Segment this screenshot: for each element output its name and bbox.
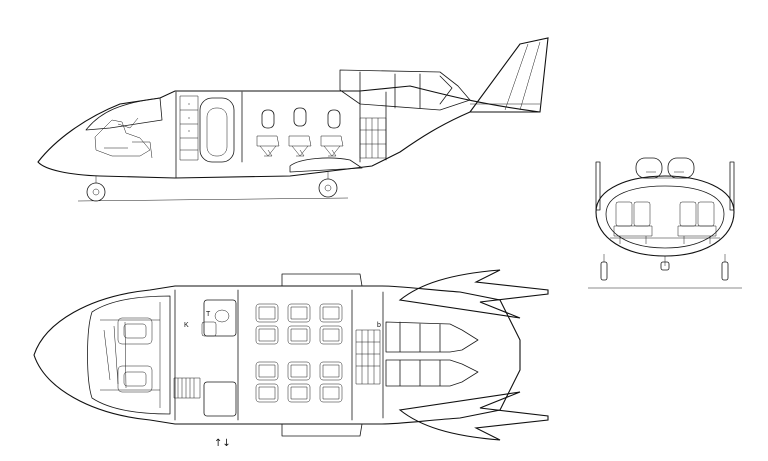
plan-sponson-bottom: [281, 423, 363, 437]
plan-seat: [255, 361, 279, 381]
front-intake-right: [667, 157, 695, 179]
plan-bulkheads: [174, 289, 384, 421]
plan-seat: [319, 303, 343, 323]
plan-sink: [201, 321, 217, 337]
plan-seat-cushion: [290, 386, 308, 400]
side-galley-cabinets: [179, 95, 199, 161]
plan-seat: [287, 361, 311, 381]
plan-pilot-seats: [117, 317, 153, 393]
side-engine-nacelle: [339, 69, 471, 111]
plan-toilet-compartment: [203, 299, 237, 337]
plan-seat: [287, 383, 311, 403]
plan-seat: [319, 383, 343, 403]
plan-toilet-bowl: [214, 309, 230, 323]
side-luggage-bay: [359, 117, 387, 159]
side-passenger-seats: [256, 135, 344, 157]
plan-seat-cushion: [322, 364, 340, 378]
plan-sponson-top: [281, 273, 363, 287]
plan-seat-cushion: [322, 328, 340, 342]
plan-engine-top: [385, 321, 479, 353]
plan-cockpit-frames: [100, 302, 161, 408]
plan-cabin-door: [203, 381, 237, 417]
plan-luggage-bay: [355, 329, 381, 385]
plan-seat-cushion: [322, 386, 340, 400]
plan-seat: [287, 303, 311, 323]
plan-seat-cushion: [258, 364, 276, 378]
front-cabin-inner: [605, 185, 725, 249]
plan-seat: [319, 361, 343, 381]
plan-seat: [255, 383, 279, 403]
front-tail-fins: [595, 161, 735, 211]
side-view: [37, 37, 549, 202]
plan-seat-cushion: [290, 364, 308, 378]
side-tail-detail: [470, 41, 541, 111]
plan-stabilizer-top: [398, 269, 549, 319]
plan-stabilizer-bottom: [398, 391, 549, 441]
side-gear-fairing: [289, 157, 363, 173]
side-bulkheads: [175, 91, 387, 179]
front-view: [588, 157, 742, 289]
front-intake-left: [635, 157, 663, 179]
side-cabin-door: [199, 97, 235, 163]
side-cockpit-canopy: [85, 97, 163, 131]
side-door-window: [206, 107, 228, 157]
plan-seat-cushion: [258, 328, 276, 342]
plan-stair-arrows: ↑↓: [214, 438, 231, 449]
front-landing-gear: [600, 254, 729, 281]
plan-small-label: b: [377, 322, 381, 329]
plan-seat-cushion: [258, 306, 276, 320]
plan-seat: [255, 325, 279, 345]
side-vertical-tail: [468, 37, 549, 113]
side-cockpit-interior: [94, 117, 153, 159]
front-seats: [613, 201, 717, 244]
front-fuselage-outline: [595, 175, 735, 257]
side-ground-line: [77, 197, 349, 202]
plan-passenger-seats: [255, 303, 343, 403]
plan-stairs: [173, 377, 201, 399]
plan-engine-bottom: [385, 359, 479, 387]
plan-seat: [319, 325, 343, 345]
front-pylon: [640, 171, 690, 179]
plan-fuselage-outline: [33, 285, 521, 425]
plan-toilet-label: T: [206, 311, 211, 318]
side-cabin-windows: [261, 107, 341, 129]
plan-seat-cushion: [258, 386, 276, 400]
plan-seat: [255, 303, 279, 323]
side-fuselage-outline: [37, 85, 541, 179]
plan-seat: [287, 325, 311, 345]
plan-seat-cushion: [290, 328, 308, 342]
plan-seat-cushion: [290, 306, 308, 320]
plan-view: K T b ↑↓: [33, 269, 549, 449]
plan-galley-label: K: [184, 322, 189, 329]
plan-cockpit-canopy: [87, 295, 171, 415]
plan-seat-cushion: [322, 306, 340, 320]
